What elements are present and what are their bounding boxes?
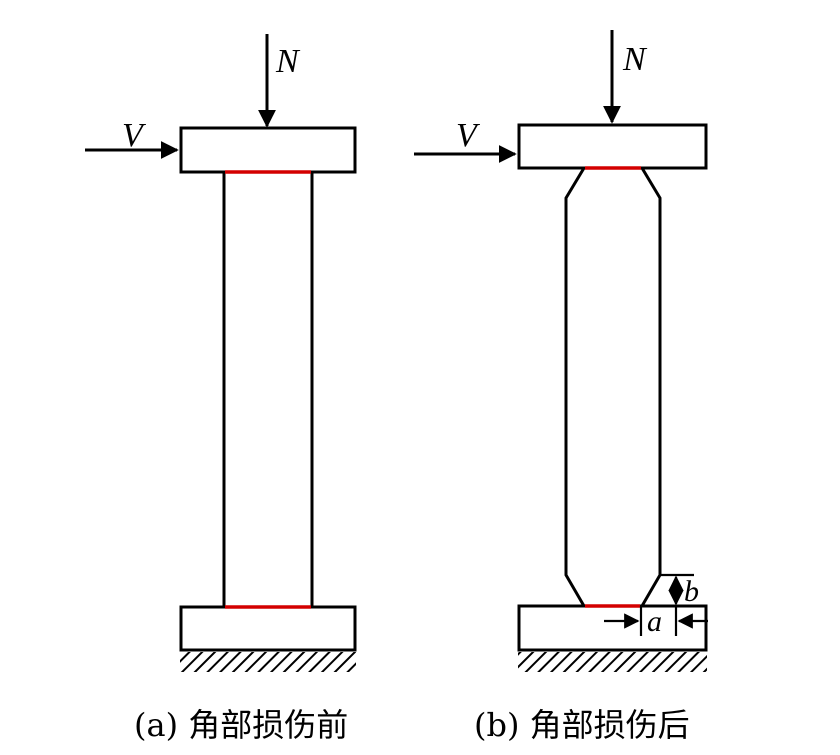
column-body-b bbox=[564, 166, 662, 608]
caption-b-prefix: (b) bbox=[474, 706, 520, 744]
panel-a: N V bbox=[85, 34, 357, 672]
dimension-a-label: a bbox=[647, 605, 662, 638]
ground-hatch-b bbox=[518, 652, 707, 672]
caption-a-prefix: (a) bbox=[134, 706, 179, 744]
bottom-block-b bbox=[517, 604, 708, 652]
top-block-b bbox=[517, 123, 708, 170]
dimension-b: b bbox=[660, 573, 699, 608]
axial-load-label-b: N bbox=[622, 41, 648, 78]
dimension-a: a bbox=[604, 605, 708, 638]
ground-hatch-a bbox=[180, 652, 356, 672]
caption-panel-b: (b) 角部损伤后 bbox=[474, 700, 690, 746]
shear-load-label-a: V bbox=[122, 117, 147, 154]
bottom-block-a bbox=[179, 605, 357, 652]
dimension-b-label: b bbox=[684, 575, 699, 608]
caption-b-text: 角部损伤后 bbox=[529, 706, 690, 744]
shear-load-label-b: V bbox=[456, 117, 481, 154]
axial-load-label-a: N bbox=[275, 43, 301, 80]
panel-b: N V b a bbox=[414, 30, 708, 672]
column-body-a bbox=[222, 170, 314, 609]
top-block-a bbox=[179, 126, 357, 174]
caption-a-text: 角部损伤前 bbox=[188, 706, 349, 744]
caption-panel-a: (a) 角部损伤前 bbox=[134, 700, 348, 746]
